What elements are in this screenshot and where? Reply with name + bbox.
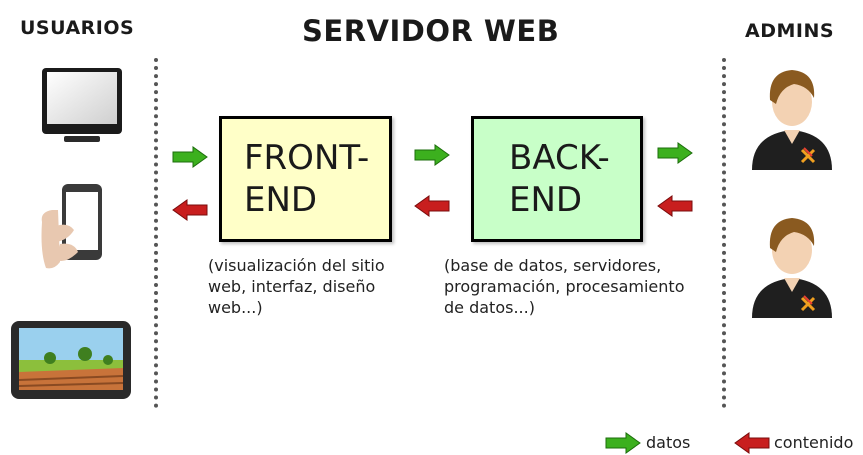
heading-usuarios: USUARIOS bbox=[20, 17, 135, 39]
heading-servidor-web: SERVIDOR WEB bbox=[302, 14, 560, 48]
backend-description: (base de datos, servidores, programación… bbox=[444, 256, 685, 317]
tablet-icon bbox=[10, 320, 132, 400]
admin-user-icon bbox=[750, 64, 834, 170]
backend-box: BACK- END bbox=[471, 116, 643, 242]
legend-datos-label: datos bbox=[646, 433, 691, 452]
legend: datos contenido bbox=[605, 432, 861, 454]
separator-right bbox=[722, 58, 726, 408]
frontend-title-line2: END bbox=[244, 180, 318, 220]
separator-left bbox=[154, 58, 158, 408]
legend-contenido-arrow-icon bbox=[734, 432, 770, 454]
arrow-datos-icon bbox=[414, 144, 450, 166]
smartphone-icon bbox=[38, 182, 110, 272]
backend-title-line1: BACK- bbox=[509, 138, 610, 178]
frontend-box: FRONT- END bbox=[219, 116, 392, 242]
arrow-datos-icon bbox=[657, 142, 693, 164]
arrow-contenido-icon bbox=[414, 195, 450, 217]
heading-admins: ADMINS bbox=[745, 20, 835, 42]
monitor-icon bbox=[40, 66, 124, 146]
arrow-contenido-icon bbox=[172, 199, 208, 221]
backend-title-line2: END bbox=[509, 180, 583, 220]
frontend-title-line1: FRONT- bbox=[244, 138, 370, 178]
arrow-contenido-icon bbox=[657, 195, 693, 217]
frontend-description: (visualización del sitio web, interfaz, … bbox=[208, 256, 385, 317]
legend-datos-arrow-icon bbox=[605, 432, 641, 454]
legend-contenido-label: contenido bbox=[774, 433, 854, 452]
admin-user-icon bbox=[750, 212, 834, 318]
arrow-datos-icon bbox=[172, 146, 208, 168]
